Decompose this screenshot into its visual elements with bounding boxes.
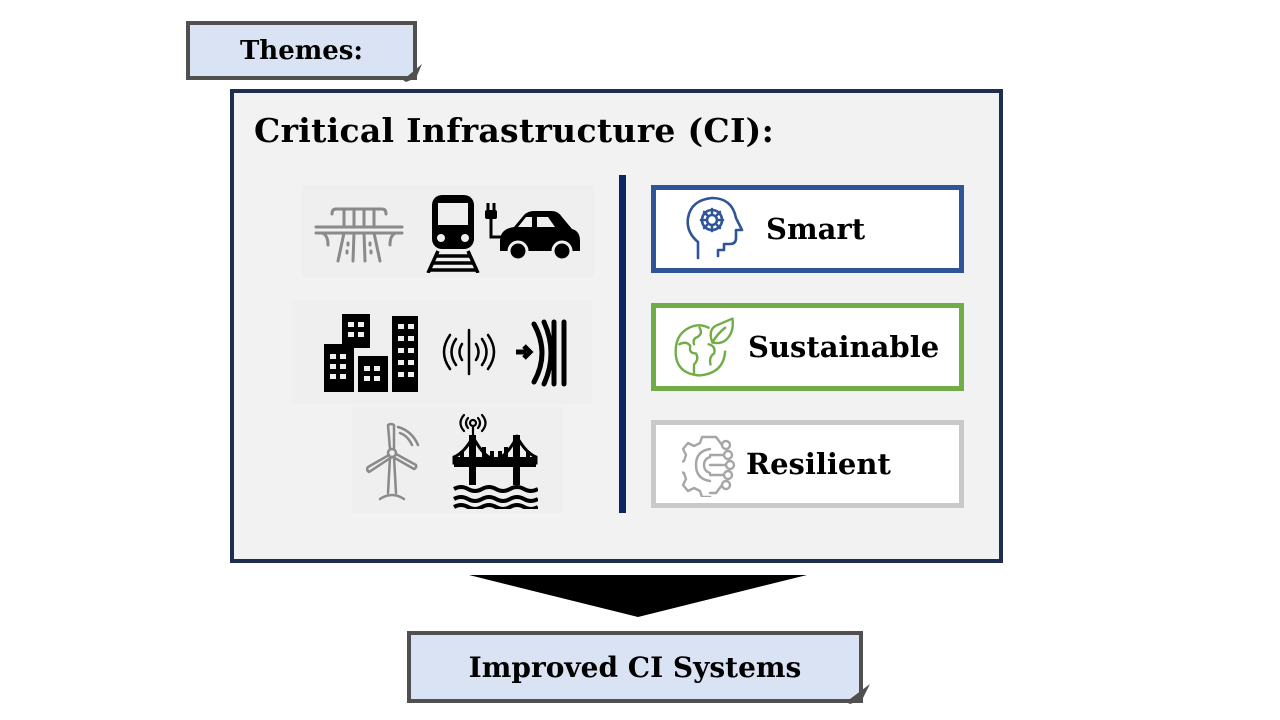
down-arrow-icon: [469, 575, 807, 617]
theme-sustainable-label: Sustainable: [748, 330, 940, 364]
page-fold-corner: [846, 684, 870, 704]
theme-resilient: Resilient: [651, 420, 964, 508]
contactless-signal-icon: [516, 319, 567, 387]
smart-bridge-icon: [452, 413, 538, 509]
themes-label-box: Themes:: [186, 21, 417, 80]
vertical-divider: [619, 175, 626, 513]
wind-turbine-icon: [365, 422, 420, 501]
themes-label: Themes:: [239, 35, 364, 66]
urban-icons-row: [292, 300, 592, 404]
page-fold-corner: [403, 64, 422, 82]
energy-bridge-icons-row: [352, 407, 562, 513]
ci-panel: Critical Infrastructure (CI):: [230, 89, 1003, 563]
outcome-label-box: Improved CI Systems: [407, 631, 863, 703]
theme-sustainable: Sustainable: [651, 303, 964, 391]
train-icon: [426, 195, 480, 273]
transport-icons-row: [302, 185, 594, 277]
theme-smart: Smart: [651, 185, 964, 273]
gear-circuit-icon: [682, 435, 736, 497]
electric-car-icon: [485, 203, 580, 262]
theme-smart-label: Smart: [766, 212, 866, 246]
city-buildings-icon: [324, 314, 418, 392]
earth-leaf-icon: [674, 317, 734, 377]
theme-resilient-label: Resilient: [746, 447, 891, 481]
ci-title: Critical Infrastructure (CI):: [254, 111, 775, 150]
head-gear-icon: [686, 196, 744, 260]
outcome-label: Improved CI Systems: [468, 650, 802, 684]
highway-overpass-icon: [314, 207, 404, 263]
wireless-sensor-icon: [442, 328, 496, 376]
